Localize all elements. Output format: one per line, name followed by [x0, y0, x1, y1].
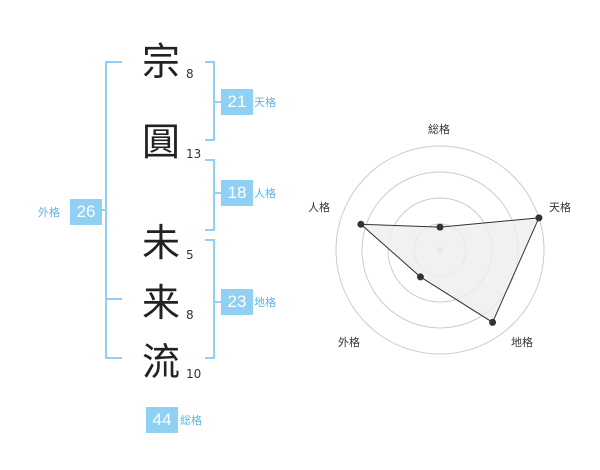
radar-point-5 — [357, 220, 365, 228]
gaikaku-bracket — [105, 61, 122, 359]
radar-grid-ring-4 — [335, 145, 545, 355]
radar-label-chikaku: 地格 — [511, 336, 533, 349]
name-char-3: 未 — [141, 221, 180, 265]
stroke-count-3: 5 — [186, 248, 194, 262]
jinkaku-bracket — [205, 159, 215, 231]
radar-point-4 — [416, 273, 424, 281]
stroke-count-1: 8 — [186, 67, 194, 81]
radar-label-jinkaku: 人格 — [308, 201, 330, 214]
radar-value-polygon — [359, 217, 540, 324]
radar-label-gaikaku: 外格 — [338, 336, 360, 349]
radar-label-soukaku: 総格 — [428, 123, 450, 136]
stroke-count-4: 8 — [186, 308, 194, 322]
radar-chart — [335, 145, 545, 355]
jinkaku-label: 人格 — [254, 187, 276, 200]
gaikaku-value-badge: 26 — [70, 199, 102, 225]
tenkaku-label: 天格 — [254, 96, 276, 109]
radar-point-1 — [436, 223, 444, 231]
name-char-2: 圓 — [141, 120, 180, 164]
stroke-count-2: 13 — [186, 147, 202, 161]
chikaku-value-badge: 23 — [221, 289, 253, 315]
chikaku-bracket — [205, 239, 215, 359]
name-char-4: 来 — [141, 281, 180, 325]
chikaku-label: 地格 — [254, 296, 276, 309]
jinkaku-value-badge: 18 — [221, 180, 253, 206]
radar-point-3 — [489, 318, 497, 326]
radar-label-tenkaku: 天格 — [549, 201, 571, 214]
soukaku-label: 総格 — [180, 414, 202, 427]
radar-point-2 — [535, 214, 543, 222]
tenkaku-value-badge: 21 — [221, 89, 253, 115]
name-char-5: 流 — [141, 340, 180, 384]
name-char-1: 宗 — [141, 40, 180, 84]
gaikaku-label: 外格 — [38, 206, 60, 219]
soukaku-value-badge: 44 — [146, 407, 178, 433]
tenkaku-bracket — [205, 61, 215, 141]
stroke-count-5: 10 — [186, 367, 202, 381]
